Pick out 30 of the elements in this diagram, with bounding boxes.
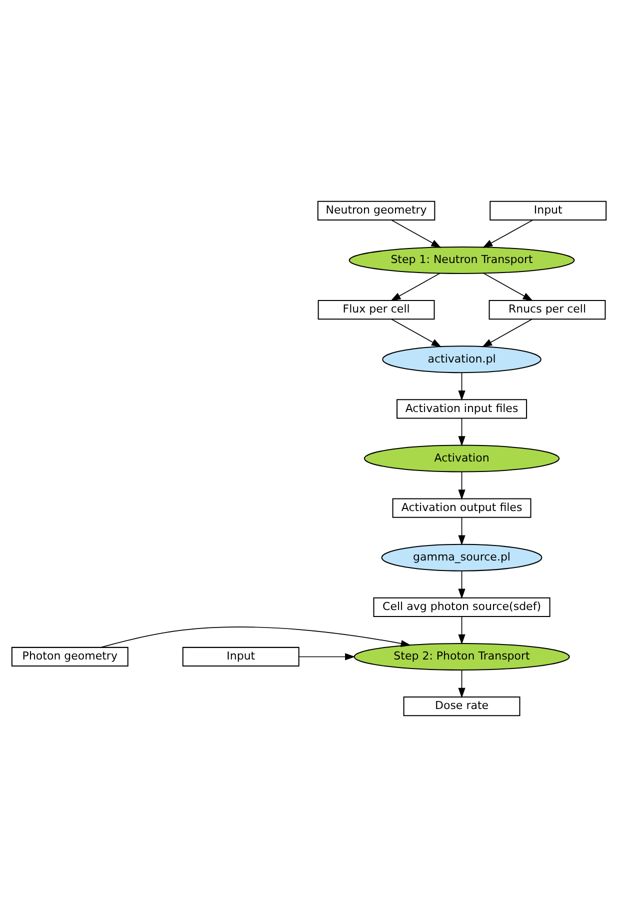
node-box: Photon geometry [11, 646, 128, 667]
arrow [458, 570, 466, 599]
arrow [391, 318, 442, 348]
node-box: Rnucs per cell [488, 300, 606, 320]
arrow [458, 517, 466, 546]
arrow [458, 372, 466, 401]
node-box: Activation input files [396, 399, 528, 419]
arrow [482, 220, 534, 248]
node-ellipse: gamma_source.pl [381, 544, 542, 572]
node-ellipse: Step 1: Neutron Transport [348, 246, 575, 274]
arrow [100, 626, 412, 648]
node-ellipse: activation.pl [382, 346, 542, 374]
node-ellipse: Step 2: Photon Transport [354, 643, 570, 670]
arrow [458, 670, 466, 698]
node-box: Input [490, 200, 607, 221]
arrow [458, 471, 466, 500]
arrow [391, 220, 442, 248]
node-box: Flux per cell [318, 300, 435, 320]
arrow [390, 272, 441, 301]
node-ellipse: Activation [364, 444, 560, 472]
arrow [458, 418, 466, 446]
arrow [482, 272, 534, 301]
arrow [298, 653, 356, 660]
node-box: Neutron geometry [317, 200, 436, 221]
node-box: Activation output files [392, 498, 532, 518]
node-box: Cell avg photon source(sdef) [373, 597, 550, 617]
node-box: Dose rate [403, 696, 520, 716]
node-box: Input [182, 646, 300, 667]
arrow [482, 318, 532, 348]
arrow [458, 616, 466, 645]
